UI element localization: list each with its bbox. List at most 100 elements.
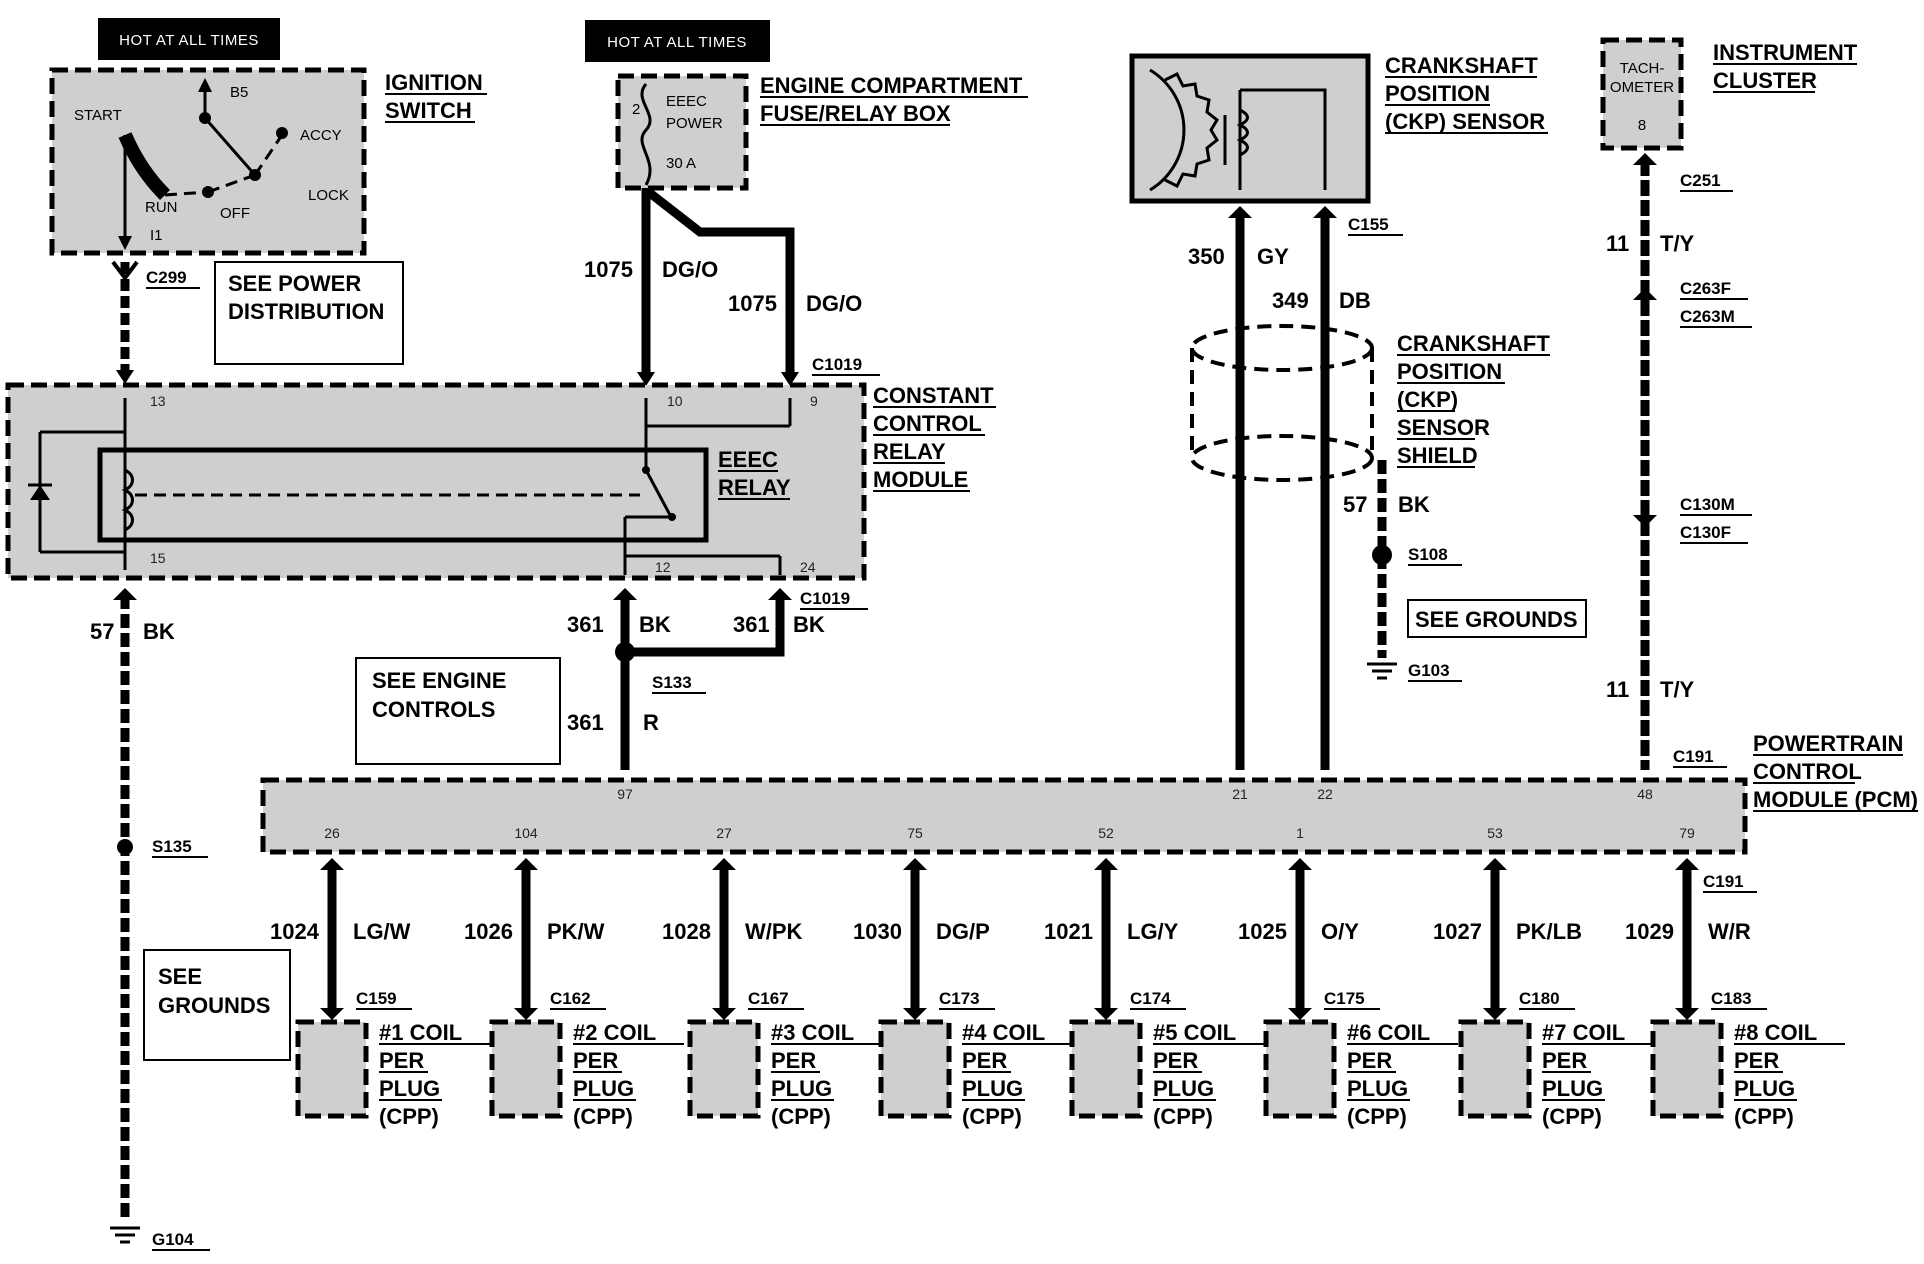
see-grounds-note-left[interactable]: SEE GROUNDS <box>143 949 291 1061</box>
coil-4-plug: PLUG <box>962 1076 1023 1101</box>
cluster-connector-c130m: C130M <box>1680 495 1735 514</box>
coil-1-cpp: (CPP) <box>379 1104 439 1129</box>
hot-at-all-times-text: HOT AT ALL TIMES <box>119 32 259 49</box>
coil-connector-c174: C174 <box>1130 989 1171 1008</box>
ccrm-title-4: MODULE <box>873 467 968 492</box>
ckp-sensor-title-2: POSITION <box>1385 81 1490 106</box>
see-engine-controls-line-2: CONTROLS <box>372 697 495 722</box>
ign-pos-i1: I1 <box>150 227 163 244</box>
ign-pos-run: RUN <box>145 199 178 216</box>
coil-1-plug: PLUG <box>379 1076 440 1101</box>
coil-5-plug: PLUG <box>1153 1076 1214 1101</box>
wire-350-color: GY <box>1257 244 1289 269</box>
ccrm-connector-top: C1019 <box>812 355 862 374</box>
instrument-cluster-title-1: INSTRUMENT <box>1713 40 1858 65</box>
ckp-connector-c155: C155 <box>1348 215 1389 234</box>
splice-s108: S108 <box>1408 545 1448 564</box>
ground-g104: G104 <box>152 1230 194 1249</box>
coil-connector-c175: C175 <box>1324 989 1365 1008</box>
see-power-distribution-note[interactable]: SEE POWER DISTRIBUTION <box>214 261 404 365</box>
ccrm-pin-13: 13 <box>150 393 166 409</box>
ign-pos-b5: B5 <box>230 84 248 101</box>
instrument-cluster: TACH- OMETER 8 <box>1600 37 1684 151</box>
coil-5-name: #5 COIL <box>1153 1020 1236 1045</box>
ignition-switch-title-2: SWITCH <box>385 98 472 123</box>
pcm-pin-75: 75 <box>907 825 923 841</box>
wire-1021-color: LG/Y <box>1127 919 1179 944</box>
ign-pos-start: START <box>74 107 122 124</box>
ccrm-title-3: RELAY <box>873 439 946 464</box>
ccrm-pin-15: 15 <box>150 550 166 566</box>
wire-1075-right-num: 1075 <box>728 291 777 316</box>
splice-s133: S133 <box>652 673 692 692</box>
coil-3-plug: PLUG <box>771 1076 832 1101</box>
ckp-coil-icon <box>1236 108 1249 157</box>
ground-g104-icon <box>110 1226 140 1244</box>
coil-4-name: #4 COIL <box>962 1020 1045 1045</box>
wire-1025-color: O/Y <box>1321 919 1359 944</box>
wire-11-num-top: 11 <box>1606 231 1629 256</box>
pcm-title-1: POWERTRAIN <box>1753 731 1903 756</box>
see-grounds-line-2: GROUNDS <box>158 993 270 1018</box>
tachometer-label-2: OMETER <box>1610 79 1674 96</box>
ignition-switch-title-1: IGNITION <box>385 70 483 95</box>
fuse-element-icon <box>640 83 652 186</box>
pcm-pin-53: 53 <box>1487 825 1503 841</box>
ignition-switch: START B5 ACCY RUN OFF LOCK I1 <box>49 67 367 256</box>
see-grounds-note-right[interactable]: SEE GROUNDS <box>1407 599 1587 638</box>
wire-349-num: 349 <box>1272 288 1309 313</box>
fuse-box-title-1: ENGINE COMPARTMENT <box>760 73 1023 98</box>
see-engine-controls-note[interactable]: SEE ENGINE CONTROLS <box>355 657 561 765</box>
ccrm-pin-24: 24 <box>800 559 816 575</box>
see-power-distribution-line-1: SEE POWER <box>228 271 361 296</box>
hot-at-all-times-text-2: HOT AT ALL TIMES <box>607 34 747 51</box>
see-grounds-line-1: SEE <box>158 964 202 989</box>
ignition-b5-arrow <box>198 78 212 92</box>
pcm-pin-48: 48 <box>1637 786 1653 802</box>
coil-8-body <box>1650 1019 1724 1119</box>
wire-11-num-bottom: 11 <box>1606 677 1629 702</box>
wire-350-num: 350 <box>1188 244 1225 269</box>
ccrm-pin-10: 10 <box>667 393 683 409</box>
coil-3-cpp: (CPP) <box>771 1104 831 1129</box>
coil-7-body <box>1458 1019 1532 1119</box>
coil-4-per: PER <box>962 1048 1007 1073</box>
instrument-cluster-title-2: CLUSTER <box>1713 68 1817 93</box>
wire-361-bk-num: 361 <box>567 612 604 637</box>
ccrm-pin-12: 12 <box>655 559 671 575</box>
relay-coil-icon <box>121 468 134 532</box>
pcm-connector-top: C191 <box>1673 747 1714 766</box>
wire-1021-num: 1021 <box>1044 919 1093 944</box>
fuse-relay-box: 2 EEEC POWER 30 A <box>615 73 749 191</box>
pcm-pin-52: 52 <box>1098 825 1114 841</box>
ignition-start-arc <box>118 132 171 200</box>
ckp-gear-icon <box>1164 71 1219 189</box>
eeec-relay-label-1: EEEC <box>718 447 778 472</box>
coil-3-per: PER <box>771 1048 816 1073</box>
ckp-sensor <box>1129 53 1371 204</box>
coil-2-name: #2 COIL <box>573 1020 656 1045</box>
coil-2-per: PER <box>573 1048 618 1073</box>
wire-1030-color: DG/P <box>936 919 990 944</box>
pcm-pin-21: 21 <box>1232 786 1248 802</box>
pcm-title-2: CONTROL <box>1753 759 1862 784</box>
ccrm-pin-9: 9 <box>810 393 818 409</box>
see-power-distribution-line-2: DISTRIBUTION <box>228 299 384 324</box>
wire-361-r-color: R <box>643 710 659 735</box>
ckp-sensor-title-1: CRANKSHAFT <box>1385 53 1538 78</box>
coil-connector-c159: C159 <box>356 989 397 1008</box>
ckp-shield-title-3: (CKP) <box>1397 387 1458 412</box>
hot-at-all-times-label-left: HOT AT ALL TIMES <box>98 18 280 60</box>
wire-361-bk-branch <box>625 595 785 657</box>
pcm-pin-79: 79 <box>1679 825 1695 841</box>
ckp-sensor-title-3: (CKP) SENSOR <box>1385 109 1545 134</box>
coil-5-cpp: (CPP) <box>1153 1104 1213 1129</box>
wire-1027-color: PK/LB <box>1516 919 1582 944</box>
wire-361-bk2-num: 361 <box>733 612 770 637</box>
pcm-pin-22: 22 <box>1317 786 1333 802</box>
